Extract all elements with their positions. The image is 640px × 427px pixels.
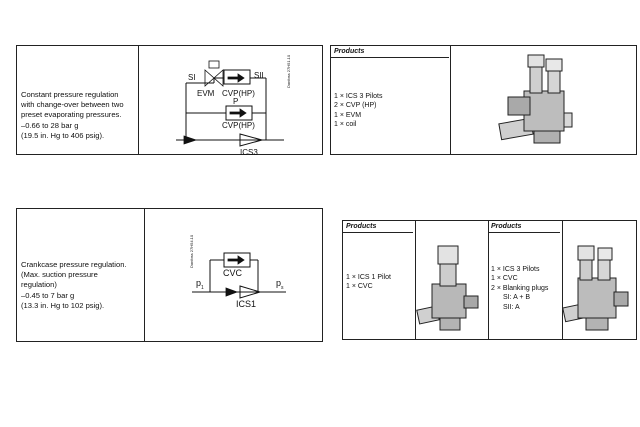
row1-valve-image [498, 54, 573, 144]
row2-products-header-line-a [343, 232, 413, 233]
row2-drawing-code: Danfoss 27H54.10 [189, 234, 194, 268]
row1-products-header-line [331, 57, 449, 58]
row1-label-si: SI [188, 73, 196, 82]
row2-products-divider-3 [562, 221, 563, 339]
row1-label-cvp-mid: CVP(HP) [222, 121, 255, 130]
product-item: 1 × EVM [334, 111, 362, 119]
row2-products-header-line-b [488, 232, 560, 233]
row1-desc-line: with change-over between two [21, 100, 124, 110]
product-item: 2 × CVP (HP) [334, 102, 377, 110]
row1-products-header: Products [334, 48, 365, 55]
row1-label-evm: EVM [197, 89, 215, 98]
product-item: SI: A + B [503, 294, 531, 302]
row2-desc-line: Crankcase pressure regulation. [21, 260, 127, 269]
row2-desc-line: –0.45 to 7 bar g [21, 290, 75, 300]
product-item: SII: A [503, 303, 520, 311]
row2-label-p1-sub: 1 [201, 285, 204, 291]
row1-desc-line: –0.66 to 28 bar g [21, 120, 79, 130]
row1-desc-line: Constant pressure regulation [21, 90, 119, 99]
row1-label-sii: SII [254, 71, 264, 80]
row2-label-p1: p [196, 278, 201, 288]
row2-label-cvc: CVC [223, 268, 243, 278]
row2-products-box: Products Products 1 × ICS 1 Pilot 1 × CV… [342, 220, 637, 340]
row2-products-b-header: Products [491, 223, 522, 230]
product-item: 1 × coil [334, 121, 357, 129]
product-item: 2 × Blanking plugs [491, 284, 549, 292]
row1-products-list: 1 × ICS 3 Pilots 2 × CVP (HP) 1 × EVM 1 … [334, 92, 382, 130]
row2-valve-image-ics3 [562, 245, 629, 331]
product-item: 1 × CVC [346, 283, 373, 291]
row2-products-divider-2 [488, 221, 489, 339]
row2-application-box: Crankcase pressure regulation. (Max. suc… [16, 208, 323, 342]
product-item: 1 × ICS 1 Pilot [346, 274, 391, 281]
row2-products-a-header: Products [346, 223, 377, 230]
row1-label-ics: ICS3 [240, 148, 258, 157]
row1-label-cvp-top: CVP(HP) [222, 89, 255, 98]
row1-products-box: Products 1 × ICS 3 Pilots 2 × CVP (HP) 1… [330, 45, 637, 155]
row1-divider [138, 46, 139, 154]
row2-desc-line: (13.3 in. Hg to 102 psig). [21, 300, 105, 310]
row1-desc-line: (19.5 in. Hg to 406 psig). [21, 130, 105, 140]
row2-desc-line: (Max. suction pressure [21, 270, 98, 280]
product-item: 1 × ICS 3 Pilots [491, 266, 540, 273]
row2-products-divider-1 [415, 221, 416, 339]
row2-label-ps: p [276, 278, 281, 288]
row2-label-ps-sub: s [281, 285, 284, 291]
product-item: 1 × CVC [491, 275, 518, 283]
row2-products-b-list: 1 × ICS 3 Pilots 1 × CVC 2 × Blanking pl… [491, 265, 548, 312]
row2-desc-line: regulation) [21, 280, 57, 290]
row1-desc-line: preset evaporating pressures. [21, 110, 122, 120]
product-item: 1 × ICS 3 Pilots [334, 93, 383, 100]
row1-application-box: Constant pressure regulation with change… [16, 45, 323, 155]
row2-description: Crankcase pressure regulation. (Max. suc… [21, 260, 127, 311]
row1-label-p: P [233, 97, 238, 106]
row2-label-ics: ICS1 [236, 299, 256, 309]
row1-description: Constant pressure regulation with change… [21, 90, 124, 141]
row2-products-a-list: 1 × ICS 1 Pilot 1 × CVC [346, 273, 391, 292]
row1-drawing-code: Danfoss 27H51.10 [286, 54, 291, 88]
row2-divider [144, 209, 145, 341]
row2-valve-image-ics1 [416, 245, 479, 331]
row1-products-divider [450, 46, 451, 154]
